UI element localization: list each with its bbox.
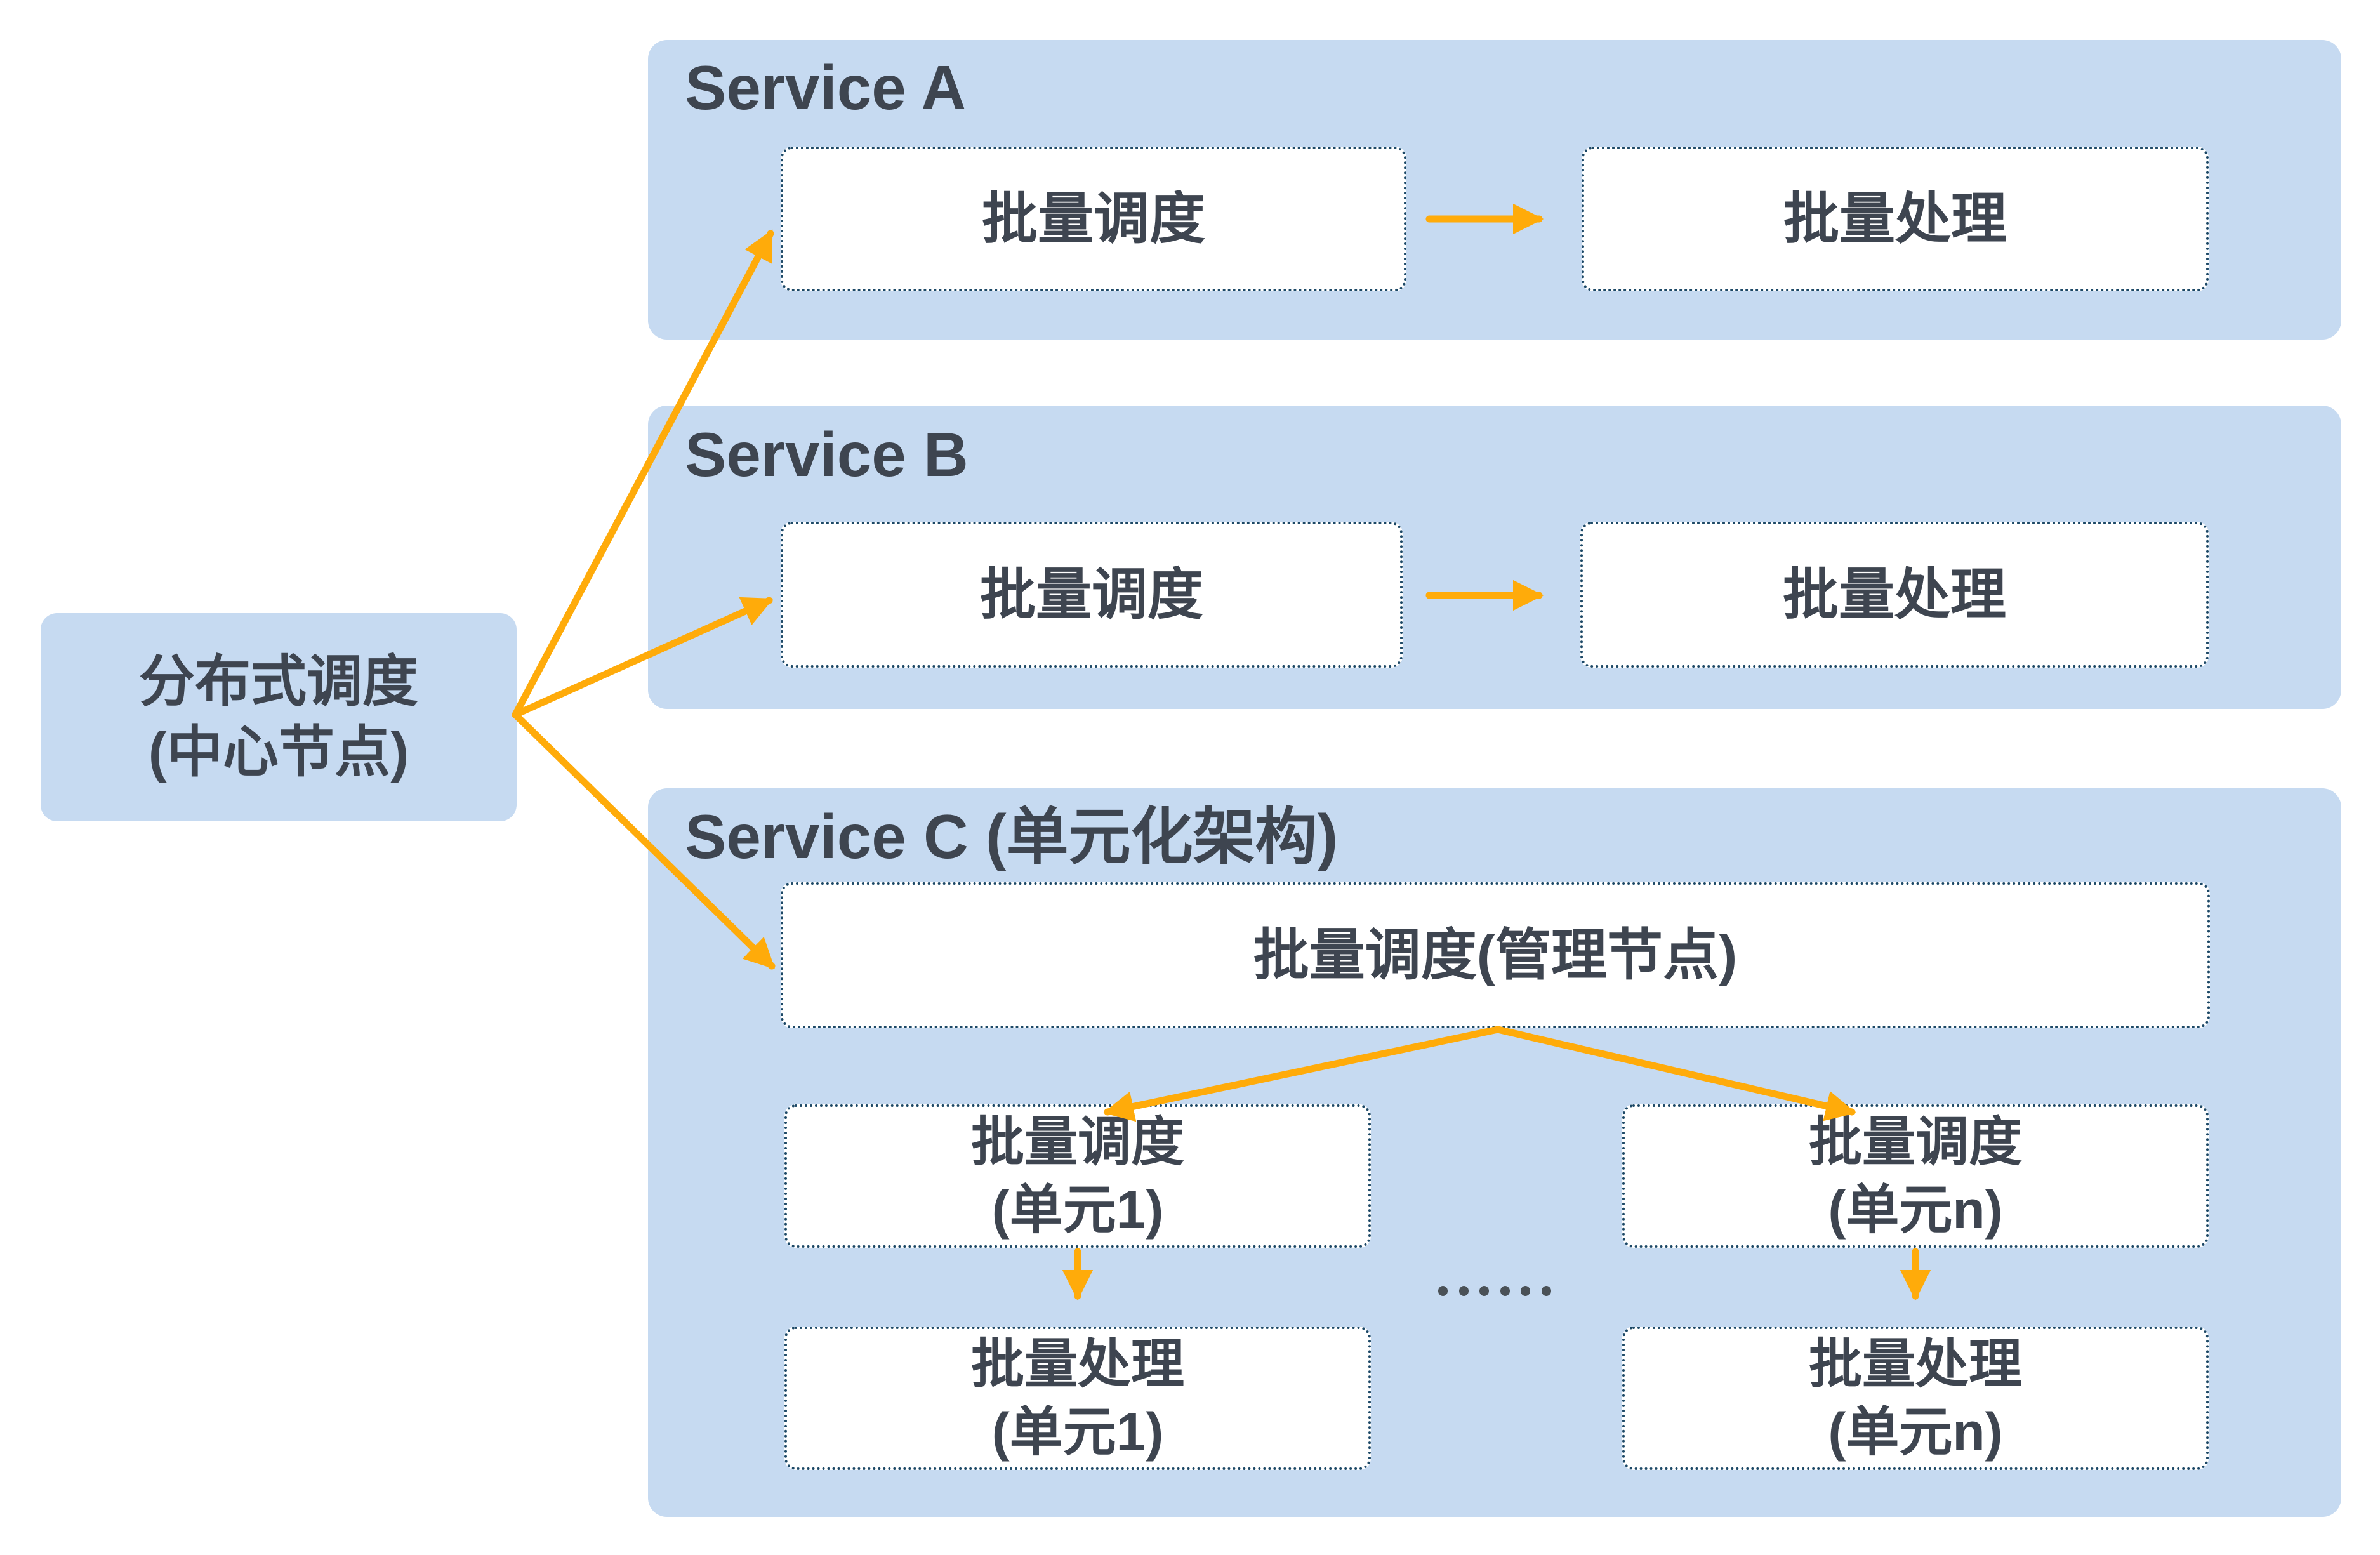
hub-label-line2: (中心节点) xyxy=(148,720,409,783)
node-label-line2: (单元n) xyxy=(1828,1180,2003,1240)
hub-label-line1: 分布式调度 xyxy=(138,650,418,713)
node-service-a-batch-scheduler: 批量调度 xyxy=(781,147,1406,291)
node-service-c-unitn-processor: 批量处理 (单元n) xyxy=(1622,1327,2209,1470)
node-label-line1: 批量调度 xyxy=(1808,1112,2022,1172)
node-label: 批量调度(管理节点) xyxy=(1253,923,1738,987)
node-service-c-unit1-processor: 批量处理 (单元1) xyxy=(784,1327,1371,1470)
node-service-c-unitn-scheduler: 批量调度 (单元n) xyxy=(1622,1104,2209,1248)
node-label: 批量调度 xyxy=(981,187,1205,251)
node-service-c-manager-scheduler: 批量调度(管理节点) xyxy=(781,882,2210,1028)
node-label-line1: 批量处理 xyxy=(970,1334,1184,1394)
node-label-line2: (单元1) xyxy=(991,1402,1164,1462)
node-label-line2: (单元n) xyxy=(1828,1402,2003,1462)
node-label-line2: (单元1) xyxy=(991,1180,1164,1240)
panel-title-service-b: Service B xyxy=(685,420,969,489)
node-service-c-unit1-scheduler: 批量调度 (单元1) xyxy=(784,1104,1371,1248)
panel-title-service-a: Service A xyxy=(685,53,967,122)
node-label-line1: 批量调度 xyxy=(970,1112,1184,1172)
node-label: 批量处理 xyxy=(1782,563,2006,626)
ellipsis-more-units: …… xyxy=(1438,1286,1551,1296)
node-label-line1: 批量处理 xyxy=(1808,1334,2022,1394)
node-service-b-batch-processor: 批量处理 xyxy=(1580,522,2209,668)
node-label: 批量调度 xyxy=(979,563,1203,626)
hub-node-distributed-scheduler: 分布式调度 (中心节点) xyxy=(41,613,517,821)
node-service-a-batch-processor: 批量处理 xyxy=(1582,147,2209,291)
node-label: 批量处理 xyxy=(1783,187,2007,251)
node-service-b-batch-scheduler: 批量调度 xyxy=(781,522,1403,668)
panel-title-service-c: Service C (单元化架构) xyxy=(685,802,1339,871)
